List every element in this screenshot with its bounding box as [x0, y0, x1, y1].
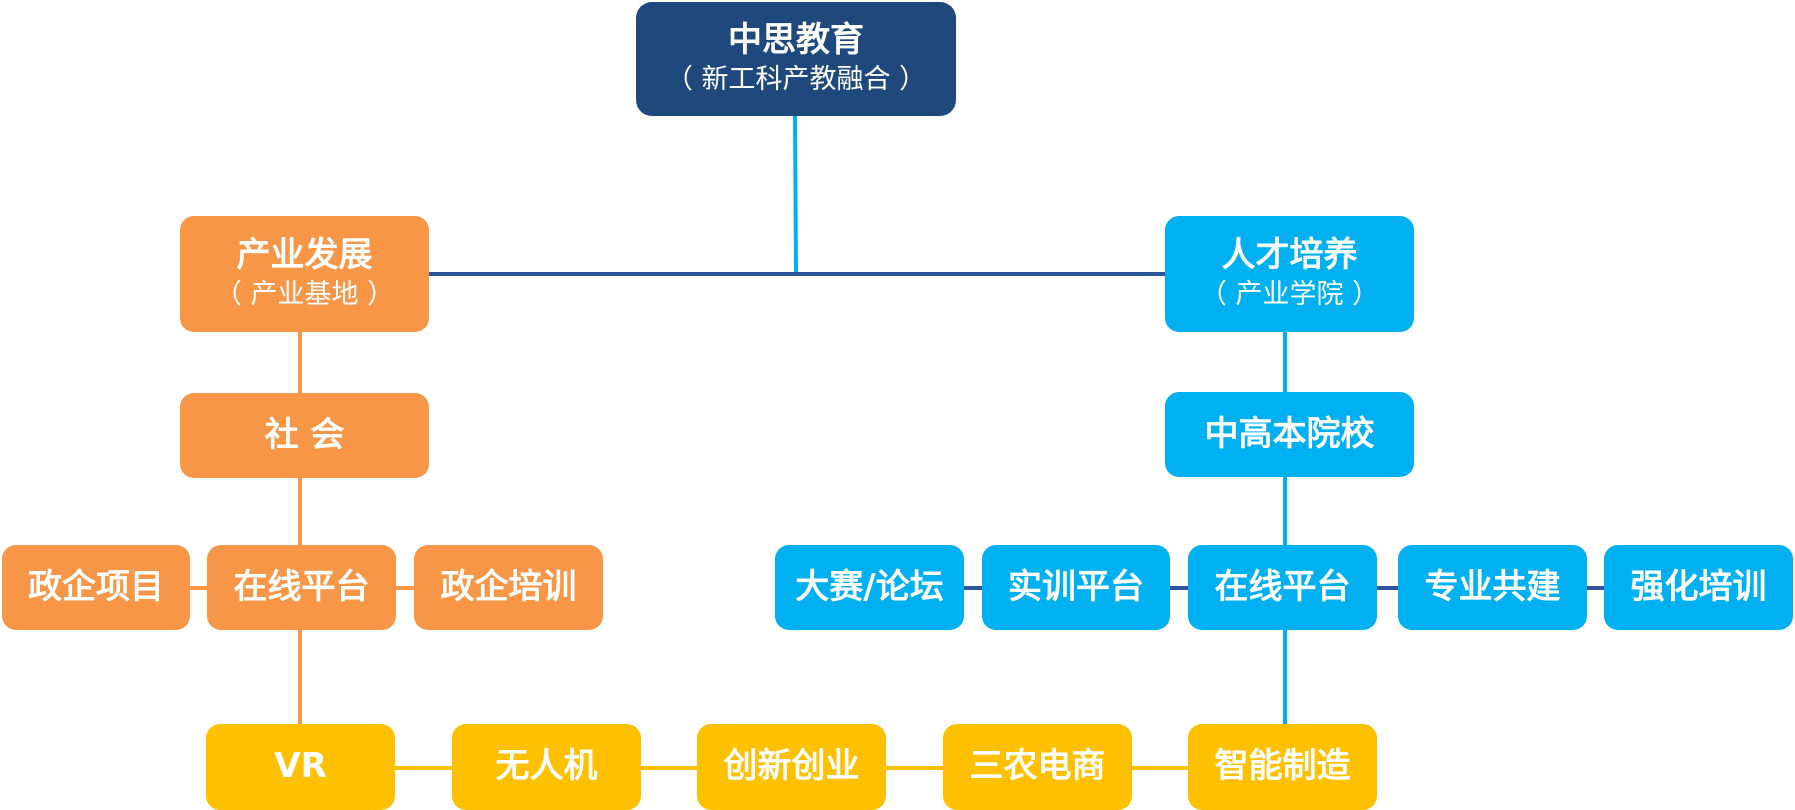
bottom-node-2: 无人机: [452, 724, 641, 810]
right-row-node-1: 大赛/论坛: [775, 545, 964, 630]
left-row-label-3: 政企培训: [440, 566, 577, 607]
left-branch-subtitle: （ 产业基地 ）: [214, 279, 395, 311]
right-level2-node: 中高本院校: [1165, 392, 1414, 477]
right-row-node-3: 在线平台: [1188, 545, 1377, 630]
right-row-node-4: 专业共建: [1398, 545, 1587, 630]
right-row-label-4: 专业共建: [1424, 566, 1561, 607]
root-subtitle: （ 新工科产教融合 ）: [665, 64, 927, 96]
left-row-label-2: 在线平台: [233, 566, 370, 607]
bottom-node-1: VR: [206, 724, 395, 810]
bottom-label-3: 创新创业: [723, 746, 860, 787]
bottom-node-3: 创新创业: [697, 724, 886, 810]
left-row-label-1: 政企项目: [28, 566, 164, 607]
right-row-label-2: 实训平台: [1008, 566, 1144, 607]
bottom-node-5: 智能制造: [1188, 724, 1377, 810]
left-branch-title: 产业发展: [236, 235, 373, 276]
right-level2-label: 中高本院校: [1204, 413, 1375, 454]
left-row-node-1: 政企项目: [2, 545, 190, 630]
right-branch-node: 人才培养 （ 产业学院 ）: [1165, 216, 1414, 332]
connector-root-down: [793, 115, 798, 273]
bottom-label-5: 智能制造: [1214, 746, 1351, 787]
left-branch-node: 产业发展 （ 产业基地 ）: [180, 216, 429, 332]
right-row-label-5: 强化培训: [1630, 566, 1767, 607]
left-row-node-3: 政企培训: [414, 545, 603, 630]
right-row-node-2: 实训平台: [982, 545, 1170, 630]
bottom-label-4: 三农电商: [969, 746, 1106, 787]
right-branch-subtitle: （ 产业学院 ）: [1199, 279, 1380, 311]
bottom-label-1: VR: [274, 746, 327, 787]
left-level2-node: 社 会: [180, 393, 429, 478]
bottom-node-4: 三农电商: [943, 724, 1132, 810]
right-row-node-5: 强化培训: [1604, 545, 1793, 630]
right-branch-title: 人才培养: [1221, 235, 1358, 276]
right-row-label-3: 在线平台: [1214, 566, 1351, 607]
root-title: 中思教育: [728, 20, 864, 61]
bottom-label-2: 无人机: [495, 746, 598, 787]
right-row-label-1: 大赛/论坛: [795, 566, 944, 607]
left-level2-label: 社 会: [264, 414, 345, 455]
left-row-node-2: 在线平台: [207, 545, 396, 630]
root-node: 中思教育 （ 新工科产教融合 ）: [636, 2, 956, 116]
